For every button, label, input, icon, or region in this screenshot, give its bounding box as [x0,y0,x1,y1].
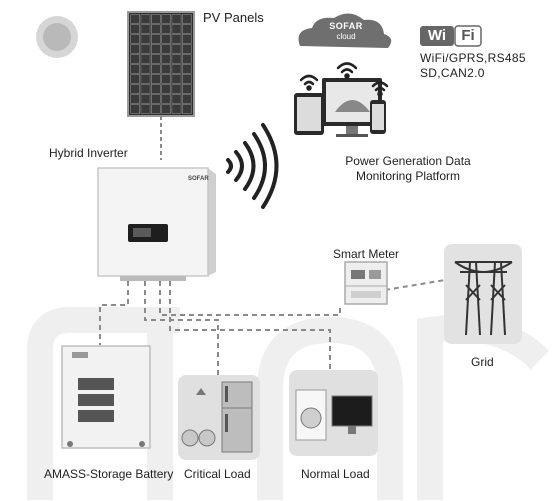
storage-battery-icon [61,345,151,449]
wifi-badge [420,25,482,47]
wifi-badge-right: Fi [461,27,475,44]
grid-label: Grid [471,355,494,369]
normal-load-icon [289,370,378,456]
monitoring-devices-icon [294,78,386,137]
hybrid-inverter-label: Hybrid Inverter [49,146,128,160]
cloud-brand-text: SOFAR [329,21,363,31]
critical-load-label: Critical Load [184,467,251,481]
wifi-icon [299,62,389,97]
pv-panel-icon [127,11,195,160]
smart-meter-icon [344,261,388,305]
platform-label-line1: Power Generation Data [345,154,471,168]
normal-load-label: Normal Load [301,467,370,481]
platform-label-line2: Monitoring Platform [355,169,461,183]
pv-panels-label: PV Panels [203,10,264,25]
wireless-signal-icon [226,123,279,209]
wiring [99,279,446,375]
smart-meter-label: Smart Meter [333,247,400,261]
wifi-badge-left: Wi [427,27,447,44]
cloud-icon [298,13,392,49]
critical-load-icon [178,375,260,460]
grid-tower-icon [444,244,522,344]
hybrid-inverter-icon [97,167,216,281]
protocols-line2: SD,CAN2.0 [420,66,485,80]
protocols-line1: WiFi/GPRS,RS485 [420,51,526,65]
battery-label: AMASS-Storage Battery [44,467,174,481]
sun-icon [36,16,78,58]
cloud-sub-text: cloud [336,32,356,41]
inverter-brand-text: SOFAR [188,176,209,182]
